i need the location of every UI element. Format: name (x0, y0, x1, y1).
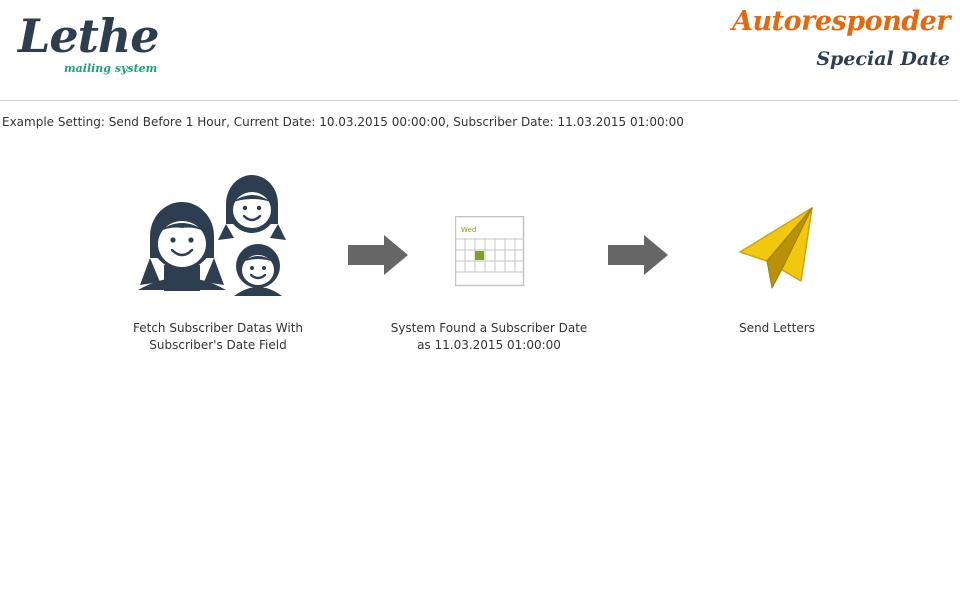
arrow-right-icon (608, 235, 668, 275)
logo-main-text: Lethe (18, 9, 160, 63)
step-caption-fetch: Fetch Subscriber Datas With Subscriber's… (108, 320, 328, 354)
header-divider (0, 100, 958, 101)
page-subtitle: Special Date (816, 48, 950, 70)
caption-line: Send Letters (739, 321, 815, 335)
logo[interactable]: Lethe mailing system (18, 8, 160, 88)
caption-line: Fetch Subscriber Datas With (132, 321, 304, 335)
calendar-day-label: Wed (461, 226, 476, 234)
page-title: Autoresponder (732, 6, 950, 37)
calendar-selected-day (475, 251, 484, 260)
caption-line: System Found a Subscriber Date (390, 321, 588, 335)
example-setting-text: Example Setting: Send Before 1 Hour, Cur… (2, 115, 684, 129)
logo-sub-text: mailing system (64, 62, 158, 75)
page-title-block: Autoresponder Special Date (732, 2, 950, 74)
paper-plane-icon (739, 207, 813, 289)
calendar-icon: Wed (455, 216, 525, 287)
step-caption-send: Send Letters (667, 320, 887, 337)
caption-line: as 11.03.2015 01:00:00 (417, 338, 561, 352)
arrow-right-icon (348, 235, 408, 275)
step-caption-found: System Found a Subscriber Date as 11.03.… (379, 320, 599, 354)
caption-line: Subscriber's Date Field (149, 338, 287, 352)
subscribers-icon (138, 175, 286, 296)
